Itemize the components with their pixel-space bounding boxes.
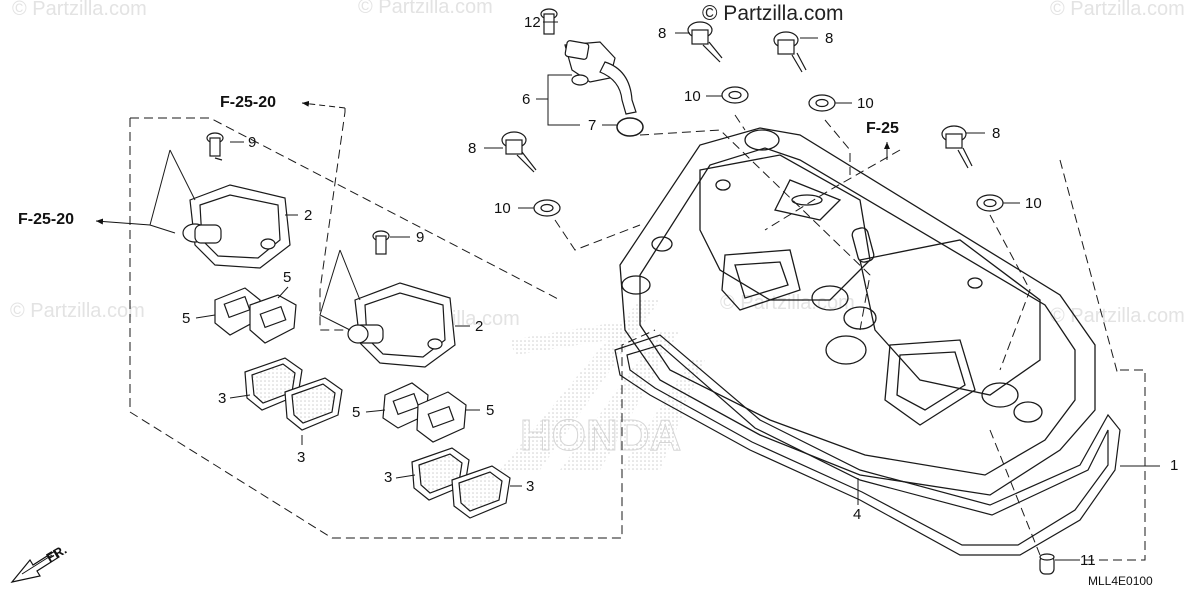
- honda-wordmark: HONDA: [520, 411, 681, 460]
- callout-3d: 3: [526, 478, 535, 495]
- arrow-ref-top: [301, 100, 346, 109]
- washer-10d: [976, 194, 1004, 212]
- dash-10a: [734, 114, 746, 131]
- ref-f-25-20-left[interactable]: F-25-20: [18, 211, 75, 228]
- bolt-8a: [687, 21, 723, 63]
- callout-6: 6: [522, 91, 531, 108]
- leader-2a-tip2: [149, 149, 176, 234]
- grommet-5a: [214, 287, 261, 336]
- leader-5b: [277, 286, 289, 299]
- bolt-8c: [773, 31, 807, 73]
- grommet-5b: [249, 294, 297, 344]
- diagram-code: MLL4E0100: [1088, 574, 1153, 588]
- watermark-partzilla: © Partzilla.com: [702, 2, 844, 25]
- callout-10c: 10: [857, 95, 874, 112]
- bolt-9-left: [206, 132, 224, 161]
- grommet-5d: [416, 391, 467, 443]
- watermark-mid-left: © Partzilla.com: [10, 300, 145, 322]
- washer-10b: [533, 199, 561, 217]
- dash-frame-top: [130, 117, 561, 301]
- callout-5c: 5: [352, 404, 361, 421]
- mesh-pad-3d: [451, 465, 511, 519]
- callout-5b: 5: [283, 269, 292, 286]
- callout-4: 4: [853, 506, 862, 523]
- grommet-5c: [382, 382, 429, 429]
- leader-3a: [229, 394, 251, 399]
- leader-5a: [195, 314, 216, 319]
- callout-11: 11: [1080, 552, 1096, 569]
- callout-3c: 3: [384, 469, 393, 486]
- dash-f25: [764, 149, 901, 231]
- leader-3c: [395, 474, 416, 479]
- bolt-8d: [941, 125, 973, 169]
- sealing-washer-11: [1039, 553, 1055, 575]
- watermark-top-center: © Partzilla.com: [358, 0, 493, 18]
- callout-5d: 5: [486, 402, 495, 419]
- callout-3a: 3: [218, 390, 227, 407]
- callout-2a: 2: [304, 207, 313, 224]
- mesh-pad-3b: [284, 377, 343, 431]
- watermark-far-right: © Partzilla.com: [1050, 305, 1185, 327]
- watermark-top-left: © Partzilla.com: [12, 0, 147, 20]
- cam-sensor-6: [564, 40, 637, 115]
- dash-10b: [824, 119, 851, 175]
- ref-f-25-right[interactable]: F-25: [866, 120, 899, 137]
- callout-10b: 10: [494, 200, 511, 217]
- callout-8a: 8: [658, 25, 667, 42]
- dash-8b: [554, 219, 641, 251]
- callout-10a: 10: [684, 88, 701, 105]
- o-ring-7: [616, 117, 644, 137]
- callout-1: 1: [1170, 457, 1179, 474]
- bolt-9-right: [372, 230, 390, 255]
- callout-5a: 5: [182, 310, 191, 327]
- ref-f-25-20-top[interactable]: F-25-20: [220, 94, 277, 111]
- washer-10c: [808, 94, 836, 112]
- callout-8c: 8: [825, 30, 834, 47]
- dash-bracket-1: [1060, 369, 1146, 561]
- front-arrow-icon: [10, 550, 60, 583]
- watermark-top-right: © Partzilla.com: [1050, 0, 1185, 20]
- arrow-ref-left: [95, 218, 151, 226]
- dash-11: [989, 429, 1041, 556]
- callout-8b: 8: [468, 140, 477, 157]
- dash-right-diag: [1059, 159, 1119, 376]
- callout-2b: 2: [475, 318, 484, 335]
- cylinder-head-cover: [619, 127, 1096, 496]
- callout-7: 7: [588, 117, 597, 134]
- callout-8d: 8: [992, 125, 1001, 142]
- leader-5c: [365, 409, 386, 413]
- washer-10a: [721, 86, 749, 104]
- dash-to-coil-b: [319, 108, 355, 331]
- leader-2b-tip2: [319, 249, 351, 331]
- ignition-coil-a: [182, 184, 291, 269]
- bolt-12: [540, 8, 558, 35]
- callout-9b: 9: [416, 229, 425, 246]
- callout-12: 12: [524, 14, 541, 31]
- dash-frame-left: [129, 118, 656, 539]
- leader-6b: [547, 99, 580, 126]
- bolt-8b: [501, 131, 537, 173]
- ignition-coil-b: [347, 282, 456, 368]
- dash-10d: [989, 214, 1031, 371]
- leader-2b-tip1: [339, 249, 361, 301]
- head-cover-gasket: [614, 334, 1121, 556]
- callout-10d: 10: [1025, 195, 1042, 212]
- leader-6a: [536, 74, 572, 100]
- leader-2a-tip1: [169, 149, 196, 201]
- callout-9a: 9: [248, 134, 257, 151]
- callout-3b: 3: [297, 449, 306, 466]
